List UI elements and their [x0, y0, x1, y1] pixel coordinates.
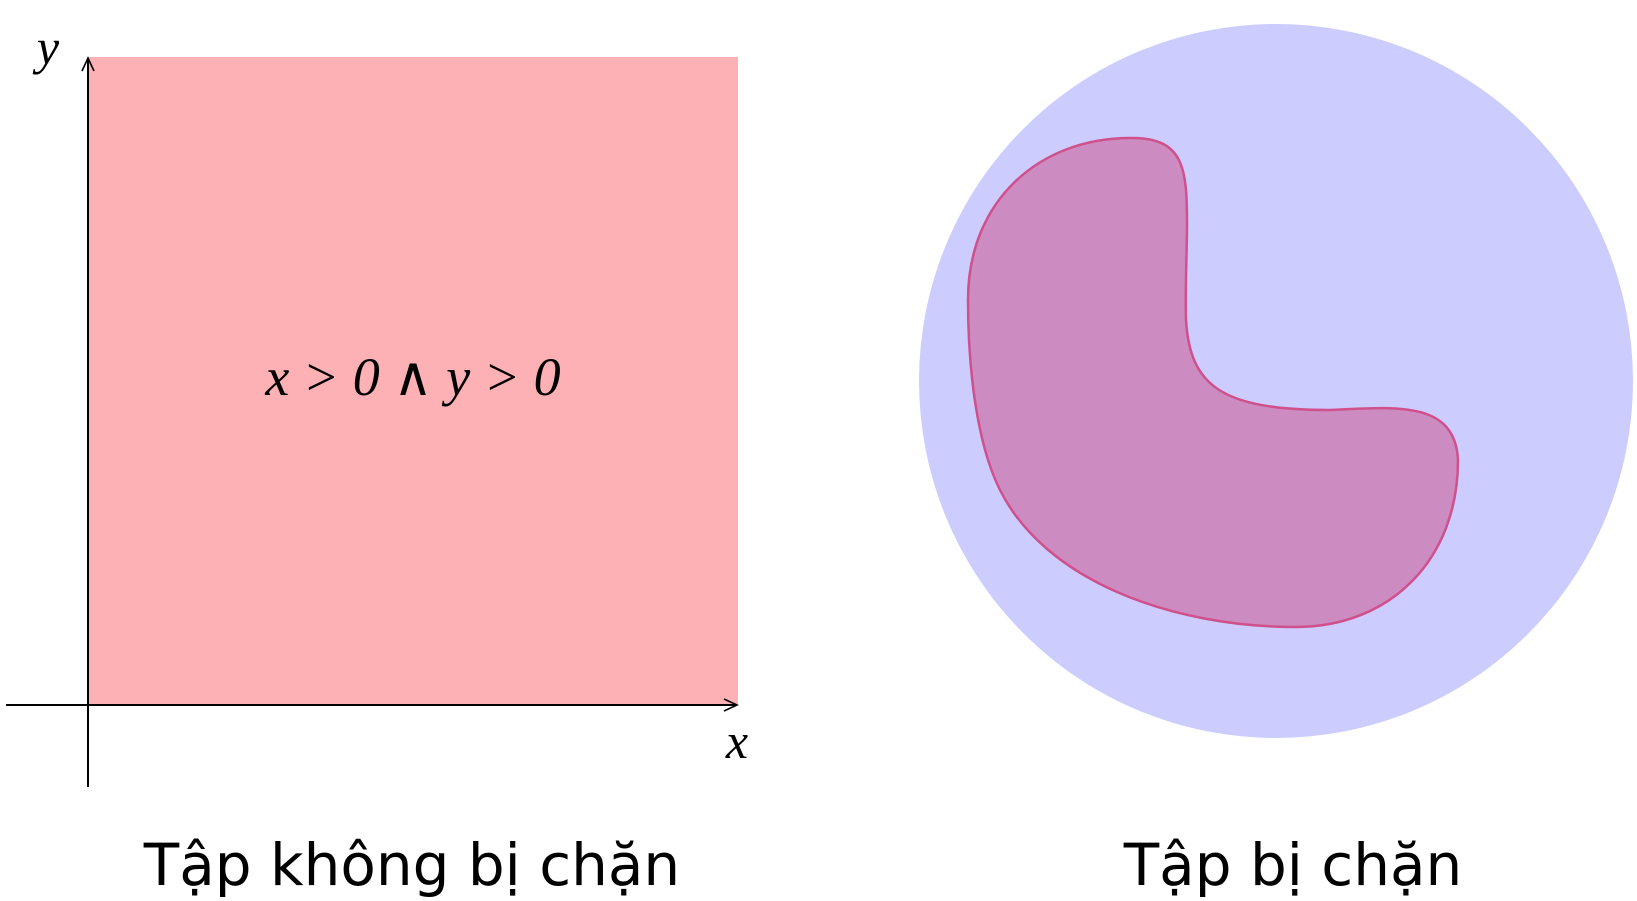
- bounded-set-caption: Tập bị chặn: [1123, 831, 1463, 899]
- bounded-set-figure: Tập bị chặn: [919, 24, 1633, 899]
- y-axis-arrowhead: [81, 56, 95, 72]
- first-quadrant-region: [88, 57, 738, 705]
- y-axis-label: y: [32, 19, 60, 75]
- x-axis-label: x: [725, 713, 748, 769]
- bounded-blob-region: [966, 136, 1460, 629]
- x-axis-arrowhead: [723, 698, 739, 712]
- unbounded-set-figure: x y x > 0 ∧ y > 0 Tập không bị chặn: [6, 19, 748, 899]
- unbounded-set-caption: Tập không bị chặn: [143, 831, 680, 899]
- region-condition-label: x > 0 ∧ y > 0: [264, 347, 560, 407]
